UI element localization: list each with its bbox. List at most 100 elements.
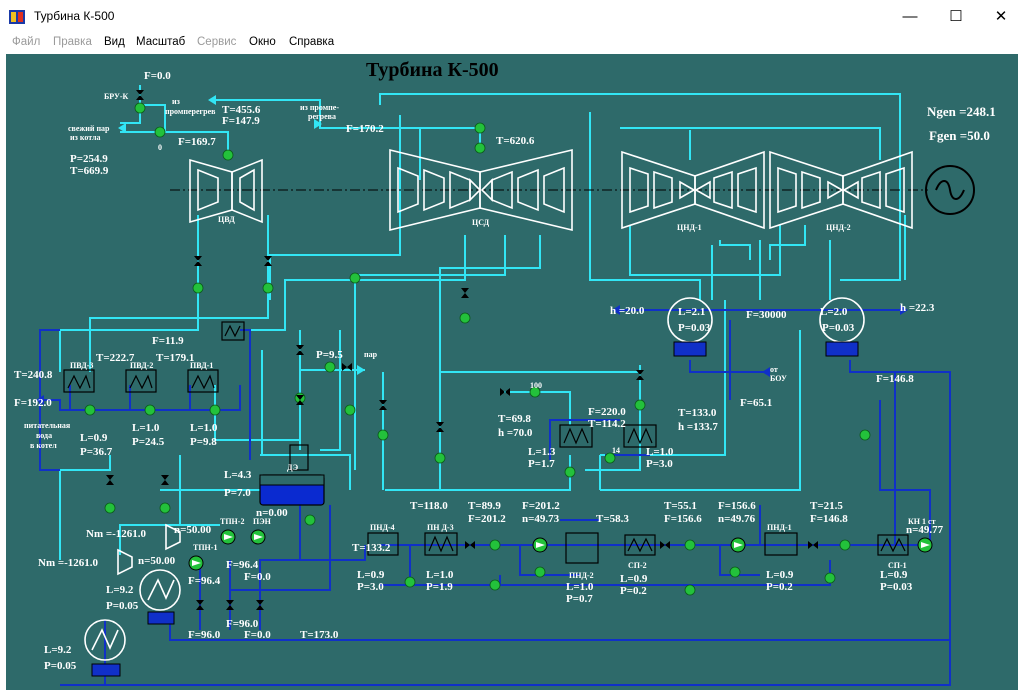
turbine-cvd[interactable]: ЦВД	[189, 158, 263, 224]
valve-735[interactable]	[729, 566, 741, 578]
valve-fresh[interactable]	[154, 126, 166, 138]
valve-pvd3[interactable]	[84, 404, 96, 416]
check-valve[interactable]	[296, 395, 304, 405]
heater-pvd2[interactable]: ПВД-2	[125, 361, 157, 393]
check-valve[interactable]	[256, 600, 264, 610]
valve-830[interactable]	[824, 572, 836, 584]
valve-495b[interactable]	[489, 579, 501, 591]
valve-690b[interactable]	[684, 584, 696, 596]
check-valve[interactable]	[379, 400, 387, 410]
valve-310[interactable]	[304, 514, 316, 526]
check-valve[interactable]	[106, 475, 114, 485]
pump-tpn2[interactable]	[220, 529, 236, 545]
readout-l-pvd2: L=1.0	[132, 422, 160, 434]
valve-de[interactable]	[324, 361, 336, 373]
pump-kn[interactable]	[532, 537, 548, 553]
check-valve[interactable]	[196, 600, 204, 610]
valve-165[interactable]	[159, 502, 171, 514]
valve-383[interactable]	[377, 429, 389, 441]
valve-540[interactable]	[534, 566, 546, 578]
pump-tpn1[interactable]	[188, 555, 204, 571]
valve-pvd2[interactable]	[144, 404, 156, 416]
heater-pnd1[interactable]: ПНД-1	[764, 523, 798, 556]
close-button[interactable]: ✕	[994, 8, 1008, 25]
check-valve[interactable]	[226, 600, 234, 610]
pump-pen[interactable]	[250, 529, 266, 545]
tpn-turbine-1[interactable]	[117, 548, 133, 576]
valve-110[interactable]	[104, 502, 116, 514]
check-valve[interactable]	[194, 256, 202, 266]
check-valve[interactable]	[500, 388, 510, 396]
condenser-2[interactable]	[819, 297, 865, 357]
valve-440[interactable]	[434, 452, 446, 464]
heater-pvd1[interactable]: ПВД-1	[187, 361, 219, 393]
valve-ext3[interactable]	[459, 312, 471, 324]
turbine-csd[interactable]: ЦСД	[389, 148, 573, 232]
heater-pnd4[interactable]: ПНД-4	[367, 523, 399, 556]
scheme-canvas: ЦВД ЦСД ЦНД-1 ЦНД-2	[6, 54, 1018, 690]
valve-csd2[interactable]	[474, 142, 486, 154]
valve-865[interactable]	[859, 429, 871, 441]
valve-ext2[interactable]	[262, 282, 274, 294]
check-valve[interactable]	[660, 541, 670, 549]
condenser-1[interactable]	[667, 297, 713, 357]
heater-pnd2[interactable]: ПНД-2	[565, 532, 599, 580]
heater-mid-a[interactable]	[559, 424, 593, 448]
check-valve[interactable]	[636, 370, 644, 380]
heater-sp1[interactable]: СП-1	[877, 534, 909, 570]
deaerator[interactable]: ДЭ	[259, 444, 325, 506]
valve-bru[interactable]	[134, 102, 146, 114]
turbine-cnd1[interactable]: ЦНД-1	[621, 150, 765, 232]
valve-640[interactable]	[634, 399, 646, 411]
valve-pvd1[interactable]	[209, 404, 221, 416]
valve-495[interactable]	[489, 539, 501, 551]
tpn-turbine-2[interactable]	[165, 523, 181, 551]
check-valve[interactable]	[264, 256, 272, 266]
menu-file[interactable]: Файл	[12, 36, 41, 48]
valve-690[interactable]	[684, 539, 696, 551]
tpn-condenser-1[interactable]	[139, 569, 181, 625]
valve-csd[interactable]	[474, 122, 486, 134]
readout-f-1566b: F=156.6	[718, 500, 756, 512]
heater-pvd3[interactable]: ПВД-3	[63, 361, 95, 393]
menu-window[interactable]: Окно	[249, 36, 276, 48]
menu-edit[interactable]: Правка	[53, 36, 92, 48]
check-valve[interactable]	[436, 422, 444, 432]
check-valve[interactable]	[136, 90, 144, 100]
heater-pnd3[interactable]: ПН Д-3	[424, 523, 458, 556]
valve-ext1[interactable]	[192, 282, 204, 294]
valve-14[interactable]	[604, 452, 616, 464]
check-valve[interactable]	[342, 363, 352, 371]
valve-410[interactable]	[404, 576, 416, 588]
heater-mid-b[interactable]	[623, 424, 657, 448]
valve-csd-out[interactable]	[349, 272, 361, 284]
readout-p-cond2: P=0.03	[822, 322, 855, 334]
menu-view[interactable]: Вид	[104, 36, 125, 48]
pump-kn1[interactable]	[917, 537, 933, 553]
note-fresh-1: свежий пар	[68, 124, 110, 133]
heater-sp2[interactable]: СП-2	[624, 534, 656, 570]
valve-350[interactable]	[344, 404, 356, 416]
check-valve[interactable]	[161, 475, 169, 485]
readout-f-cw: F=30000	[746, 309, 787, 321]
check-valve[interactable]	[808, 541, 818, 549]
menu-scale[interactable]: Масштаб	[136, 36, 186, 48]
check-valve[interactable]	[296, 345, 304, 355]
tpn-condenser-2[interactable]	[84, 619, 126, 677]
turbine-cnd2[interactable]: ЦНД-2	[769, 150, 913, 232]
pump-kn2[interactable]	[730, 537, 746, 553]
check-valve[interactable]	[465, 541, 475, 549]
minimize-button[interactable]: —	[902, 8, 918, 25]
valve-sp[interactable]	[564, 466, 576, 478]
valve-845[interactable]	[839, 539, 851, 551]
generator-icon[interactable]	[925, 165, 975, 215]
maximize-button[interactable]: ☐	[949, 8, 963, 25]
menu-service[interactable]: Сервис	[197, 36, 237, 48]
tpn2-label: ТПН-2	[220, 517, 244, 526]
heater-small[interactable]	[221, 321, 245, 341]
valve-100[interactable]	[529, 386, 541, 398]
valve-cvd[interactable]	[222, 149, 234, 161]
menu-help[interactable]: Справка	[289, 36, 335, 48]
check-valve[interactable]	[461, 288, 469, 298]
readout-f-sp: F=220.0	[588, 406, 626, 418]
